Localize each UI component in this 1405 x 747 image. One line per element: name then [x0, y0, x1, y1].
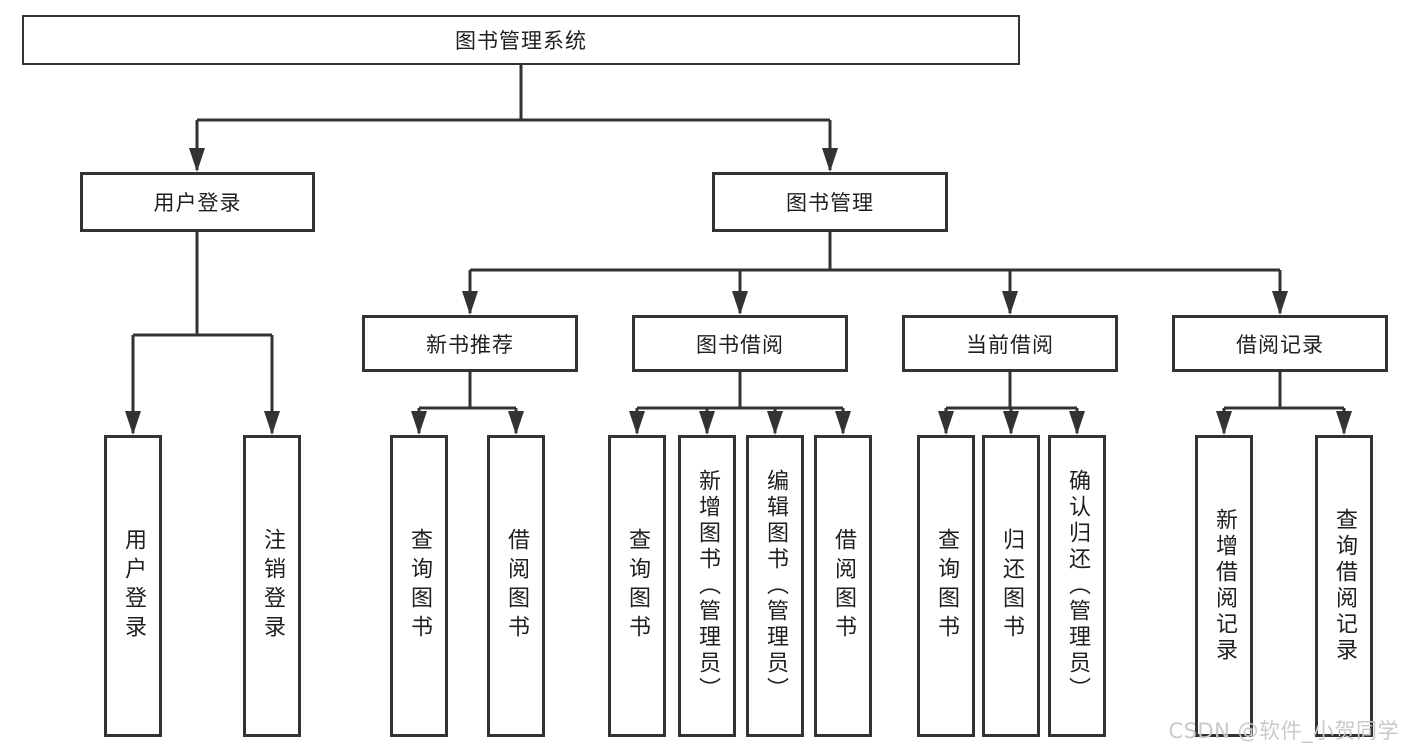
- leaf-borrow-books-2: 借阅图书: [814, 435, 872, 737]
- node-new-book-recommend: 新书推荐: [362, 315, 578, 372]
- leaf-query-borrow-record: 查询借阅记录: [1315, 435, 1373, 737]
- node-label: 编辑图书（管理员）: [763, 469, 788, 703]
- node-label: 新书推荐: [426, 332, 514, 357]
- leaf-query-books-1: 查询图书: [390, 435, 448, 737]
- node-label: 查询图书: [934, 528, 959, 644]
- node-current-borrowing: 当前借阅: [902, 315, 1118, 372]
- node-label: 归还图书: [999, 528, 1024, 644]
- leaf-query-books-3: 查询图书: [917, 435, 975, 737]
- node-label: 用户登录: [121, 528, 146, 644]
- node-label: 新增图书（管理员）: [695, 469, 720, 703]
- leaf-borrow-books-1: 借阅图书: [487, 435, 545, 737]
- node-label: 借阅图书: [504, 528, 529, 644]
- node-borrowing-records: 借阅记录: [1172, 315, 1388, 372]
- leaf-add-books-admin: 新增图书（管理员）: [678, 435, 736, 737]
- node-label: 查询借阅记录: [1332, 508, 1357, 664]
- leaf-confirm-return-admin: 确认归还（管理员）: [1048, 435, 1106, 737]
- node-label: 新增借阅记录: [1212, 508, 1237, 664]
- node-label: 查询图书: [625, 528, 650, 644]
- node-label: 当前借阅: [966, 332, 1054, 357]
- node-label: 图书管理: [786, 191, 874, 215]
- node-label: 注销登录: [260, 528, 285, 644]
- node-label: 借阅记录: [1236, 332, 1324, 357]
- leaf-user-login: 用户登录: [104, 435, 162, 737]
- node-label: 借阅图书: [831, 528, 856, 644]
- leaf-add-borrow-record: 新增借阅记录: [1195, 435, 1253, 737]
- node-label: 确认归还（管理员）: [1065, 469, 1090, 703]
- node-user-login: 用户登录: [80, 172, 315, 232]
- leaf-return-books: 归还图书: [982, 435, 1040, 737]
- node-label: 查询图书: [407, 528, 432, 644]
- node-book-borrowing: 图书借阅: [632, 315, 848, 372]
- leaf-query-books-2: 查询图书: [608, 435, 666, 737]
- node-library-management-system: 图书管理系统: [22, 15, 1020, 65]
- node-label: 图书管理系统: [455, 29, 587, 53]
- node-book-management: 图书管理: [712, 172, 948, 232]
- node-label: 用户登录: [153, 191, 242, 215]
- leaf-edit-books-admin: 编辑图书（管理员）: [746, 435, 804, 737]
- node-label: 图书借阅: [696, 332, 784, 357]
- csdn-watermark: CSDN @软件_小贺同学: [1168, 719, 1399, 743]
- leaf-logout: 注销登录: [243, 435, 301, 737]
